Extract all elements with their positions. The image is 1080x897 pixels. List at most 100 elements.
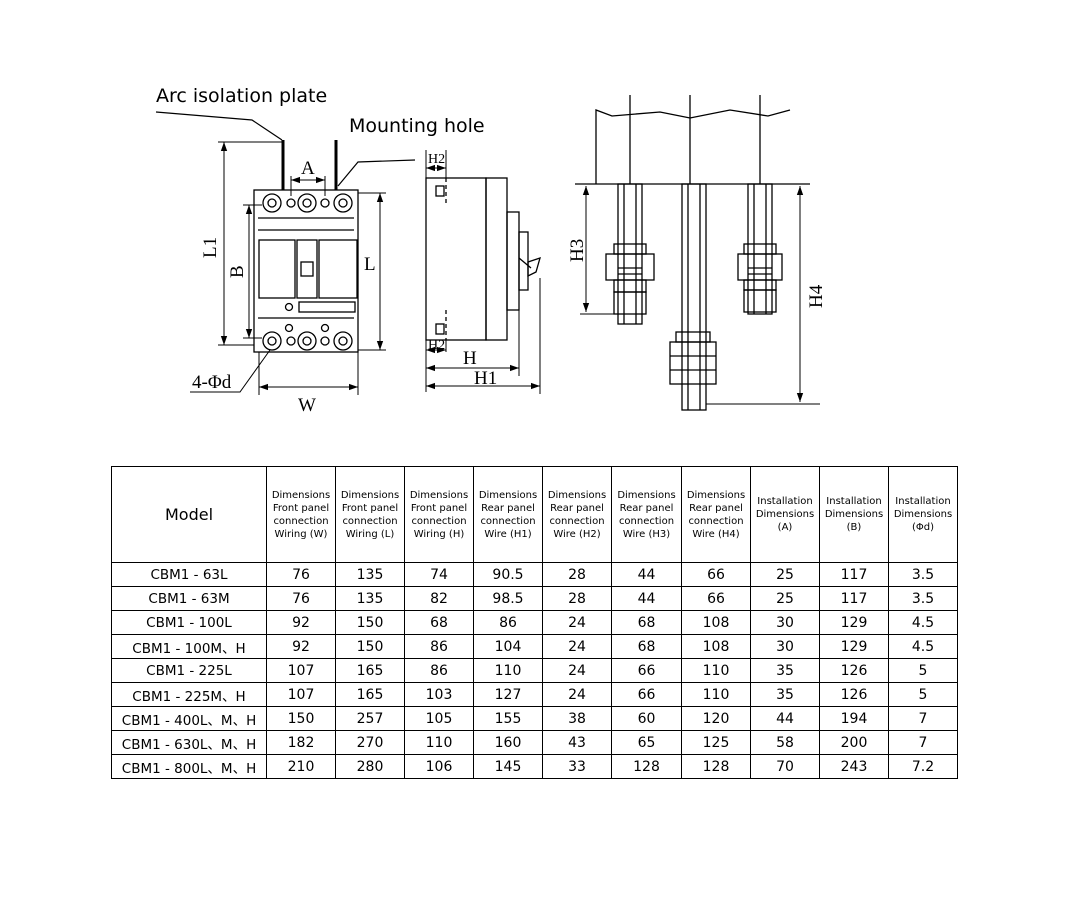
dim-label-h1: H1 xyxy=(474,368,497,389)
dimension-cell: 66 xyxy=(681,562,751,587)
dimension-cell: 35 xyxy=(750,682,820,707)
header-d: Installation Dimensions (Φd) xyxy=(888,466,958,563)
dimension-cell: 68 xyxy=(611,610,682,635)
dimension-cell: 105 xyxy=(404,706,474,731)
dimension-cell: 150 xyxy=(266,706,336,731)
dimension-cell: 150 xyxy=(335,610,405,635)
dimension-cell: 182 xyxy=(266,730,336,755)
dimension-drawing: Arc isolation plate Mounting hole xyxy=(155,85,827,416)
header-h4: Dimensions Rear panel connection Wire (H… xyxy=(681,466,751,563)
header-h: Dimensions Front panel connection Wiring… xyxy=(404,466,474,563)
dim-label-h3: H3 xyxy=(567,239,588,262)
dimension-cell: 28 xyxy=(542,562,612,587)
dimension-cell: 110 xyxy=(473,658,543,683)
header-b: Installation Dimensions (B) xyxy=(819,466,889,563)
model-cell: CBM1 - 400L、M、H xyxy=(111,706,267,731)
dimension-cell: 30 xyxy=(750,634,820,659)
model-cell: CBM1 - 630L、M、H xyxy=(111,730,267,755)
dimension-cell: 160 xyxy=(473,730,543,755)
dimension-cell: 24 xyxy=(542,634,612,659)
dim-label-h: H xyxy=(463,348,477,369)
header-model: Model xyxy=(111,466,267,563)
dimension-cell: 257 xyxy=(335,706,405,731)
dimension-cell: 25 xyxy=(750,586,820,611)
dimension-cell: 24 xyxy=(542,682,612,707)
table-header-row: Model Dimensions Front panel connection … xyxy=(111,466,958,563)
dim-label-l1: L1 xyxy=(200,237,221,258)
dimension-cell: 126 xyxy=(819,658,889,683)
side-view xyxy=(425,177,541,341)
dimension-cell: 103 xyxy=(404,682,474,707)
arc-plate-leader xyxy=(155,111,283,141)
dimension-cell: 128 xyxy=(611,754,682,779)
model-cell: CBM1 - 225L xyxy=(111,658,267,683)
mounting-hole-leader xyxy=(337,159,416,187)
dimension-cell: 145 xyxy=(473,754,543,779)
dimension-cell: 30 xyxy=(750,610,820,635)
dimension-cell: 128 xyxy=(681,754,751,779)
dimension-cell: 70 xyxy=(750,754,820,779)
dimension-cell: 82 xyxy=(404,586,474,611)
dimension-cell: 66 xyxy=(681,586,751,611)
dimension-cell: 43 xyxy=(542,730,612,755)
dimension-cell: 155 xyxy=(473,706,543,731)
dimension-cell: 280 xyxy=(335,754,405,779)
header-h2: Dimensions Rear panel connection Wire (H… xyxy=(542,466,612,563)
dimensions-table: Model Dimensions Front panel connection … xyxy=(111,466,958,779)
dimension-cell: 135 xyxy=(335,562,405,587)
dimension-cell: 110 xyxy=(681,658,751,683)
dimension-cell: 44 xyxy=(611,562,682,587)
dimension-cell: 66 xyxy=(611,682,682,707)
rear-view-dimensions xyxy=(580,186,820,405)
model-cell: CBM1 - 225M、H xyxy=(111,682,267,707)
dimension-cell: 117 xyxy=(819,562,889,587)
model-cell: CBM1 - 63M xyxy=(111,586,267,611)
dimension-cell: 86 xyxy=(473,610,543,635)
dimension-cell: 66 xyxy=(611,658,682,683)
dimension-cell: 44 xyxy=(611,586,682,611)
dimension-cell: 24 xyxy=(542,658,612,683)
dimension-cell: 24 xyxy=(542,610,612,635)
dimension-cell: 129 xyxy=(819,610,889,635)
dimension-cell: 3.5 xyxy=(888,586,958,611)
dimension-cell: 5 xyxy=(888,658,958,683)
header-a: Installation Dimensions (A) xyxy=(750,466,820,563)
model-cell: CBM1 - 63L xyxy=(111,562,267,587)
dimension-cell: 150 xyxy=(335,634,405,659)
dimension-cell: 92 xyxy=(266,634,336,659)
dimension-cell: 127 xyxy=(473,682,543,707)
dimension-cell: 7 xyxy=(888,706,958,731)
dimension-cell: 68 xyxy=(404,610,474,635)
dim-label-hole: 4-Φd xyxy=(192,372,232,393)
dimension-cell: 65 xyxy=(611,730,682,755)
dim-label-h4: H4 xyxy=(806,284,827,308)
dimension-cell: 44 xyxy=(750,706,820,731)
dimension-cell: 107 xyxy=(266,658,336,683)
dimension-cell: 135 xyxy=(335,586,405,611)
dimension-cell: 76 xyxy=(266,586,336,611)
dimension-cell: 76 xyxy=(266,562,336,587)
dimension-cell: 86 xyxy=(404,658,474,683)
dimension-cell: 4.5 xyxy=(888,610,958,635)
rear-view xyxy=(575,95,810,411)
dimension-cell: 3.5 xyxy=(888,562,958,587)
dimension-cell: 126 xyxy=(819,682,889,707)
dim-label-w: W xyxy=(298,395,316,416)
dimension-cell: 7.2 xyxy=(888,754,958,779)
dimension-cell: 108 xyxy=(681,610,751,635)
callout-mounting-hole: Mounting hole xyxy=(349,115,485,137)
dimension-cell: 117 xyxy=(819,586,889,611)
header-l: Dimensions Front panel connection Wiring… xyxy=(335,466,405,563)
dimension-cell: 35 xyxy=(750,658,820,683)
dimension-cell: 7 xyxy=(888,730,958,755)
dim-label-h2-bottom: H2 xyxy=(428,338,445,353)
callout-arc-isolation-plate: Arc isolation plate xyxy=(156,85,327,107)
header-h1: Dimensions Rear panel connection Wire (H… xyxy=(473,466,543,563)
